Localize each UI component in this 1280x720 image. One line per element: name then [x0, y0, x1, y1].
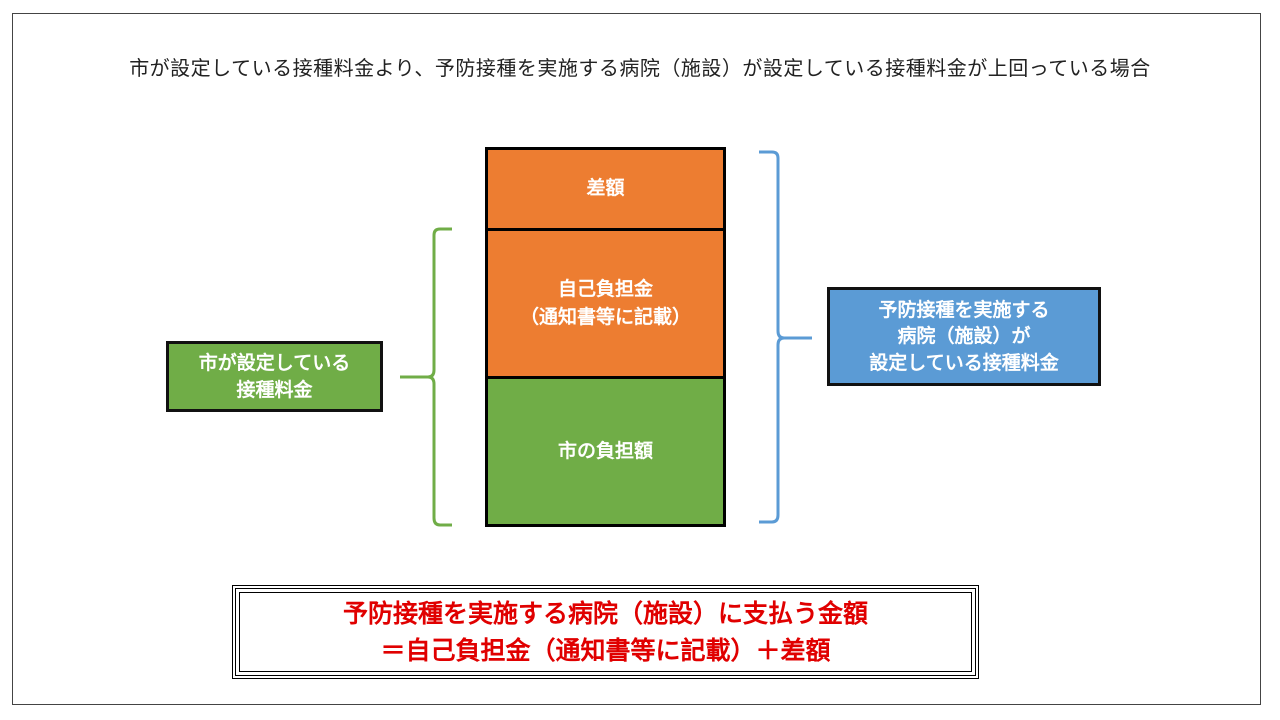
summary-line1: 予防接種を実施する病院（施設）に支払う金額 — [342, 598, 868, 628]
hospital-fee-line3: 設定している接種料金 — [869, 351, 1059, 374]
green-brace — [400, 227, 452, 527]
city-burden-block: 市の負担額 — [485, 376, 726, 527]
difference-label: 差額 — [586, 177, 625, 200]
hospital-fee-line1: 予防接種を実施する — [878, 298, 1050, 321]
self-pay-block: 自己負担金 （通知書等に記載） — [485, 228, 726, 379]
city-fee-label: 市が設定している 接種料金 — [166, 341, 383, 412]
payment-summary-box: 予防接種を実施する病院（施設）に支払う金額 ＝自己負担金（通知書等に記載）＋差額 — [232, 585, 979, 679]
city-burden-label: 市の負担額 — [557, 439, 653, 462]
hospital-fee-label: 予防接種を実施する 病院（施設）が 設定している接種料金 — [827, 287, 1101, 386]
city-fee-line2: 接種料金 — [236, 378, 313, 401]
blue-brace — [759, 150, 812, 524]
self-pay-note: （通知書等に記載） — [519, 305, 691, 328]
city-fee-line1: 市が設定している — [198, 351, 351, 374]
slide-frame — [12, 13, 1261, 705]
hospital-fee-line2: 病院（施設）が — [897, 325, 1031, 348]
summary-line2: ＝自己負担金（通知書等に記載）＋差額 — [380, 636, 831, 665]
self-pay-label: 自己負担金 — [557, 277, 653, 300]
difference-block: 差額 — [485, 147, 726, 231]
slide-title: 市が設定している接種料金より、予防接種を実施する病院（施設）が設定している接種料… — [129, 56, 1151, 80]
